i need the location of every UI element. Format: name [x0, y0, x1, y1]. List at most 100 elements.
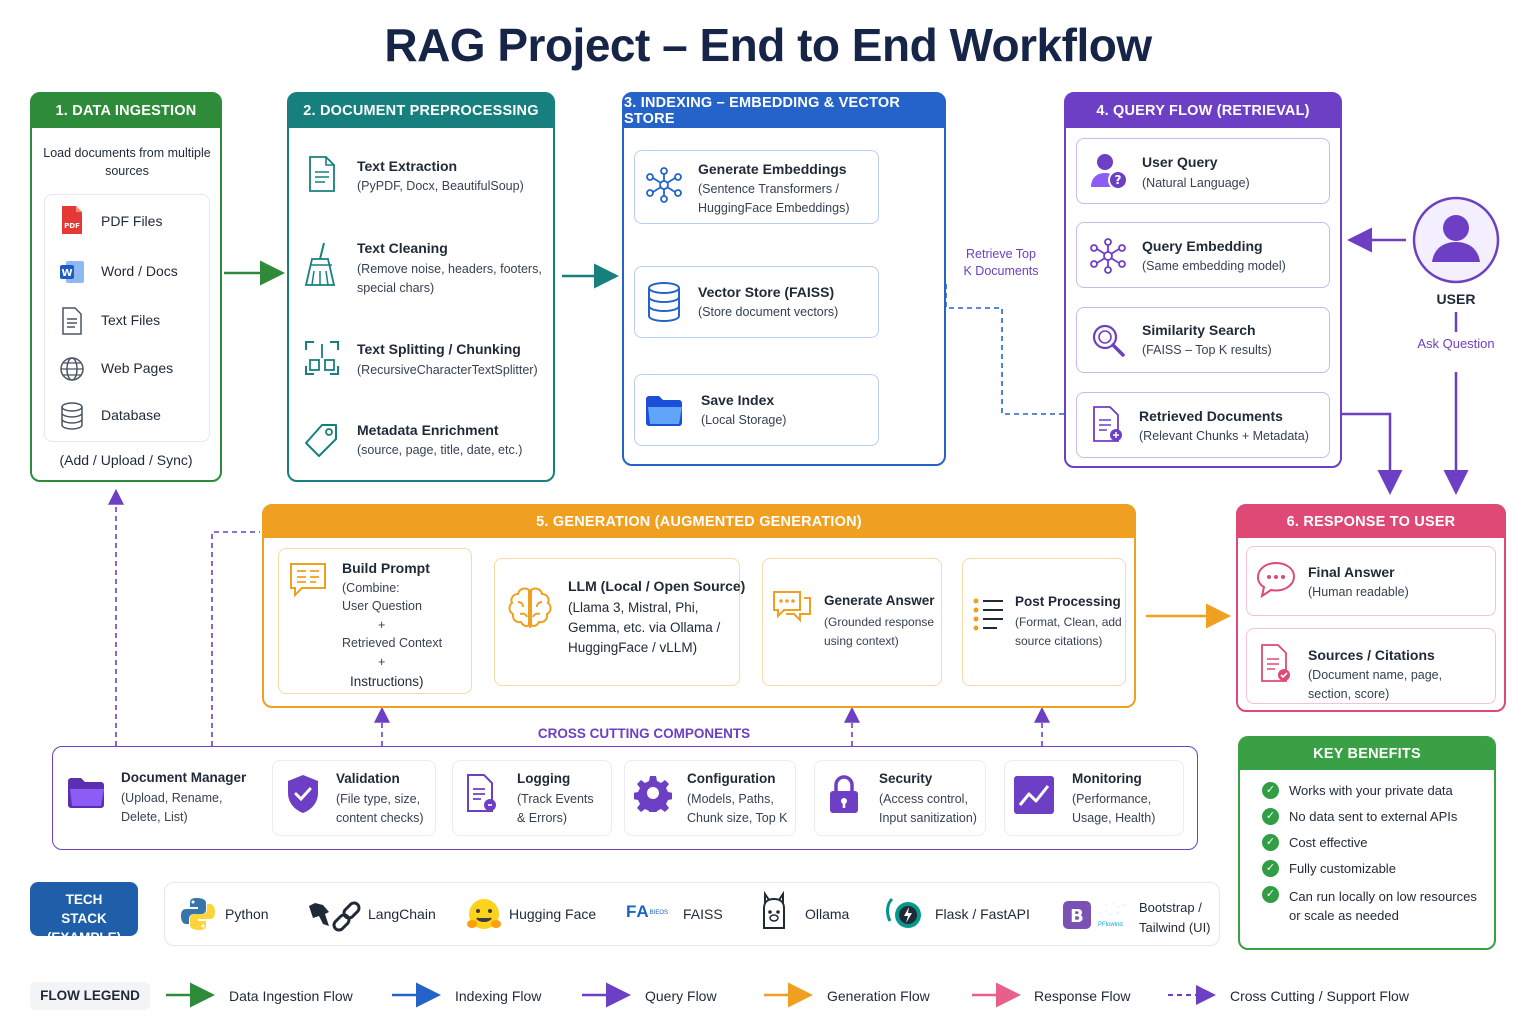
document-manager-title: Document Manager — [121, 770, 247, 785]
post-processing-title: Post Processing — [1015, 594, 1121, 609]
query-embedding-icon — [1088, 236, 1128, 276]
logging-title: Logging — [517, 771, 571, 786]
llm-title: LLM (Local / Open Source) — [568, 578, 746, 594]
build-prompt-line-1: (Combine: — [342, 581, 400, 595]
vector-store-desc: (Store document vectors) — [698, 305, 839, 319]
monitoring-chart-icon — [1012, 774, 1056, 816]
generate-answer-line-2: using context) — [824, 634, 899, 648]
bootstrap-logo-icon: B — [1062, 900, 1092, 930]
document-preprocessing-panel: 2. DOCUMENT PREPROCESSING — [287, 92, 555, 482]
tech-bootstrap-tailwind: Bootstrap / Tailwind (UI) — [1139, 900, 1211, 935]
configuration-desc: (Models, Paths, Chunk size, Top K — [687, 792, 788, 825]
legend-data-ingestion-flow: Data Ingestion Flow — [229, 988, 353, 1004]
tailwind-logo-icon — [1096, 898, 1128, 922]
document-manager-folder-icon — [64, 772, 108, 812]
data-ingestion-header: 1. DATA INGESTION — [32, 94, 220, 128]
build-prompt-line-6: Instructions) — [350, 674, 424, 689]
user-label: USER — [1436, 291, 1476, 307]
svg-text:PDF: PDF — [64, 222, 80, 230]
text-splitting-title: Text Splitting / Chunking — [357, 341, 521, 357]
final-answer-desc: (Human readable) — [1308, 585, 1409, 599]
text-cleaning-title: Text Cleaning — [357, 240, 448, 256]
python-logo-icon — [178, 894, 218, 934]
tech-python: Python — [225, 906, 269, 922]
ingestion-footer: (Add / Upload / Sync) — [59, 452, 193, 468]
query-flow-header: 4. QUERY FLOW (RETRIEVAL) — [1066, 94, 1340, 128]
check-icon: ✓ — [1262, 834, 1279, 851]
langchain-logo-icon — [304, 894, 364, 934]
save-index-desc: (Local Storage) — [701, 413, 787, 427]
llm-card — [494, 558, 740, 686]
monitoring-title: Monitoring — [1072, 771, 1142, 786]
final-answer-title: Final Answer — [1308, 564, 1395, 580]
user-question-icon: ? — [1088, 150, 1130, 192]
lock-icon — [824, 772, 864, 816]
source-web-pages: Web Pages — [101, 360, 174, 376]
faiss-logo-mark: FΑ — [626, 902, 649, 921]
generation-header: 5. GENERATION (AUGMENTED GENERATION) — [264, 506, 1134, 538]
logging-desc: (Track Events & Errors) — [517, 792, 594, 825]
hugging-face-logo-icon — [464, 894, 504, 934]
shield-check-icon — [282, 772, 324, 816]
metadata-enrichment-title: Metadata Enrichment — [357, 422, 499, 438]
pdf-icon: PDF — [58, 204, 86, 236]
source-text-files: Text Files — [101, 312, 161, 328]
similarity-search-card — [1076, 307, 1330, 373]
folder-icon — [642, 390, 686, 430]
retrieved-document-icon — [1088, 404, 1128, 446]
logging-card — [452, 760, 612, 836]
faiss-logo-icon: FΑBIEOS — [626, 902, 678, 926]
vector-store-card — [634, 266, 879, 338]
faiss-logo-small: BIEOS — [649, 909, 669, 916]
configuration-title: Configuration — [687, 771, 776, 786]
arrow-retrieved-to-response — [1342, 412, 1403, 495]
retrieve-top-k-label: Retrieve Top K Documents — [963, 247, 1039, 278]
word-icon: W — [58, 256, 86, 288]
user-avatar — [1412, 196, 1500, 284]
tech-faiss: FAISS — [683, 906, 723, 922]
metadata-enrichment-desc: (source, page, title, date, etc.) — [357, 443, 523, 457]
citation-document-icon — [1256, 642, 1296, 686]
text-extraction-title: Text Extraction — [357, 158, 458, 174]
query-embedding-card — [1076, 222, 1330, 288]
sources-citations-desc: (Document name, page, section, score) — [1308, 668, 1443, 701]
sources-citations-card — [1246, 628, 1496, 704]
build-prompt-line-2: User Question — [342, 599, 422, 613]
similarity-search-title: Similarity Search — [1142, 322, 1256, 338]
check-icon: ✓ — [1262, 886, 1279, 903]
log-document-icon — [462, 772, 502, 816]
gear-icon — [632, 772, 674, 814]
build-prompt-line-3: + — [378, 618, 386, 632]
list-icon — [970, 596, 1006, 632]
build-prompt-line-5: + — [378, 655, 386, 669]
benefit-item: Cost effective — [1289, 835, 1368, 850]
tech-flask-fastapi: Flask / FastAPI — [935, 906, 1030, 922]
llm-line-1: (Llama 3, Mistral, Phi, — [568, 600, 699, 615]
globe-icon — [58, 353, 86, 385]
tailwind-small-text: PFlowind — [1098, 922, 1123, 928]
tech-stack-panel — [164, 882, 1220, 946]
answer-chat-icon — [1254, 558, 1298, 602]
build-prompt-line-4: Retrieved Context — [342, 636, 443, 650]
svg-text:W: W — [61, 268, 72, 279]
ollama-logo-icon — [756, 888, 792, 936]
generate-answer-title: Generate Answer — [824, 593, 935, 608]
brain-icon — [504, 582, 556, 634]
prompt-icon — [286, 558, 330, 602]
ask-question-label: Ask Question — [1417, 336, 1495, 351]
security-desc: (Access control, Input sanitization) — [879, 792, 977, 825]
user-query-title: User Query — [1142, 154, 1218, 170]
legend-cross-cutting-flow: Cross Cutting / Support Flow — [1230, 988, 1409, 1004]
benefit-item: Fully customizable — [1289, 861, 1396, 876]
tech-hugging-face: Hugging Face — [509, 906, 597, 922]
response-header: 6. RESPONSE TO USER — [1238, 506, 1504, 538]
document-preprocessing-header: 2. DOCUMENT PREPROCESSING — [289, 94, 553, 128]
database-icon — [58, 400, 86, 432]
user-query-desc: (Natural Language) — [1142, 176, 1250, 190]
svg-text:?: ? — [1115, 173, 1122, 187]
text-cleaning-desc: (Remove noise, headers, footers, special… — [357, 262, 542, 295]
text-extraction-icon — [304, 154, 340, 194]
generate-answer-line-1: (Grounded response — [824, 615, 935, 629]
generate-embeddings-desc: (Sentence Transformers / HuggingFace Emb… — [698, 182, 850, 215]
legend-query-flow: Query Flow — [645, 988, 717, 1004]
